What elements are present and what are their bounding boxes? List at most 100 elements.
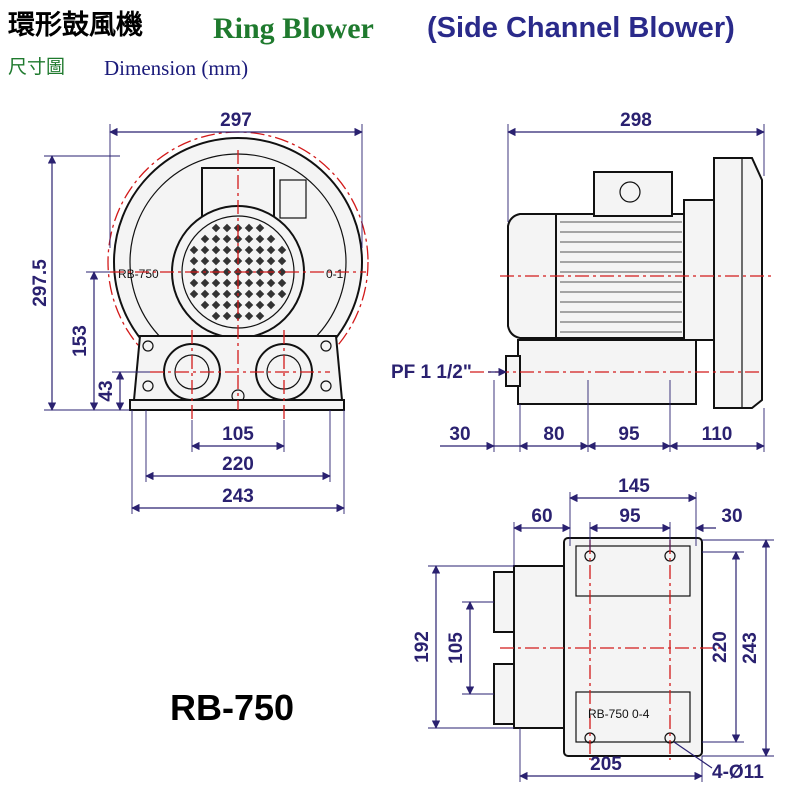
grill-slot [189,256,199,266]
grill-slot [255,223,265,233]
subtitle-chinese: 尺寸圖 [8,56,66,78]
bottom-nameplate: RB-750 0-4 [588,707,650,721]
dim-side-seg-1: 30 [449,424,470,445]
motor-flange [683,199,715,341]
dim-front-base-inner: 220 [222,454,254,475]
grill-slot [211,256,221,266]
grill-slot [233,311,243,321]
grill-slot [222,267,232,277]
mount-holes-label: 4-Ø11 [712,762,764,783]
grill-slot [222,300,232,310]
grill-slot [222,289,232,299]
base-plate [563,537,703,757]
grill-slot [244,278,254,288]
grill-slot [200,289,210,299]
grill-slot [222,245,232,255]
base-pad-bottom [575,691,691,743]
grill-slot [189,245,199,255]
title-alternate: (Side Channel Blower) [427,12,735,44]
grill-slot [211,223,221,233]
dim-bottom-top-total: 145 [618,476,650,497]
base-port-upper [493,571,515,633]
grill-slot [222,311,232,321]
grill-slot [266,245,276,255]
front-nameplate-left: RB-750 [118,267,159,281]
side-port-fitting [505,355,521,387]
subtitle-english: Dimension (mm) [104,56,249,80]
grill-slot [189,289,199,299]
front-view: RB-750 0-1 297 297.5 153 [30,110,369,514]
grill-slot [222,234,232,244]
grill-slot [244,245,254,255]
grill-slot [266,289,276,299]
grill-slot [222,223,232,233]
grill-slot [200,256,210,266]
terminal-box-gland [619,181,641,203]
grill-slot [200,245,210,255]
grill-slot [255,300,265,310]
dim-bottom-top-left: 60 [531,506,552,527]
dim-bottom-width: 205 [590,754,622,775]
flange-bolt [142,380,154,392]
dim-front-base-outer: 243 [222,486,254,507]
grill-slot [244,311,254,321]
fan-grill [189,223,287,321]
base-feet [129,399,345,411]
grill-slot [266,300,276,310]
dim-bottom-right-inner: 220 [710,631,731,663]
dim-side-length: 298 [620,110,652,131]
blower-housing [713,157,763,409]
motor-cooling-fins [560,221,682,333]
flange-bolt [320,380,332,392]
grill-slot [200,234,210,244]
grill-slot [255,245,265,255]
side-terminal-box [593,171,673,217]
grill-slot [222,256,232,266]
front-nameplate-right: 0-1 [326,267,344,281]
grill-slot [211,289,221,299]
model-label: RB-750 [170,687,295,728]
grill-slot [277,289,287,299]
grill-slot [211,311,221,321]
grill-slot [211,278,221,288]
dim-bottom-top-mid: 95 [619,506,641,527]
grill-slot [255,278,265,288]
grill-slot [277,256,287,266]
dim-front-port-height: 43 [96,380,117,401]
side-port-label: PF 1 1/2" [391,362,472,383]
grill-slot [244,300,254,310]
grill-slot [200,300,210,310]
grill-slot [244,256,254,266]
grill-slot [277,267,287,277]
base-port-lower [493,663,515,725]
cable-gland [279,179,307,219]
grill-slot [200,278,210,288]
dim-front-width: 297 [220,110,252,131]
dim-front-port-spacing: 105 [222,424,254,445]
grill-slot [277,245,287,255]
grill-slot [189,278,199,288]
grill-slot [255,289,265,299]
grill-slot [255,256,265,266]
dim-side-seg-4: 110 [702,424,733,445]
grill-slot [266,234,276,244]
grill-slot [266,278,276,288]
side-view: PF 1 1/2" 298 30 80 95 110 [391,110,772,452]
base-pad-top [575,545,691,597]
flange-bolt [320,340,332,352]
dim-bottom-top-right: 30 [721,506,742,527]
grill-slot [211,300,221,310]
base-port-side [513,565,565,729]
bottom-view: RB-750 0-4 145 60 95 30 192 105 220 243 [412,476,774,783]
grill-slot [211,245,221,255]
grill-slot [255,311,265,321]
dim-side-seg-3: 95 [618,424,640,445]
dim-front-height: 297.5 [30,259,51,307]
grill-slot [244,234,254,244]
grill-slot [266,256,276,266]
grill-slot [211,234,221,244]
grill-slot [255,234,265,244]
dim-bottom-left-outer: 192 [412,631,433,663]
dim-front-center-height: 153 [70,325,91,357]
